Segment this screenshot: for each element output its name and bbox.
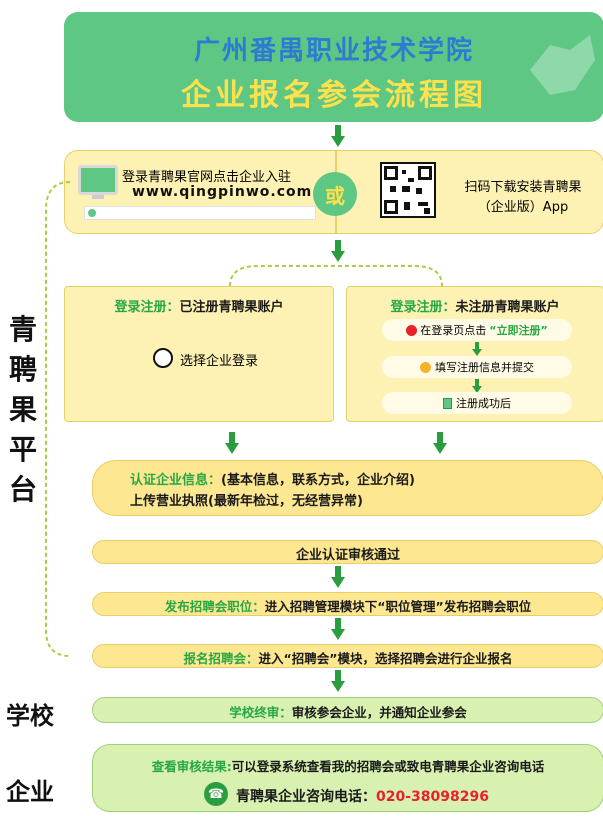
arrow-down-icon — [225, 432, 239, 454]
step-fill-info: 填写注册信息并提交 — [382, 356, 572, 378]
form-icon — [420, 361, 431, 373]
arrow-down-icon — [331, 566, 345, 588]
side-label-company: 企业 — [6, 778, 54, 806]
publish-text: 发布招聘会职位：进入招聘管理模块下“职位管理”发布招聘会职位 — [164, 599, 532, 614]
document-icon — [443, 397, 452, 409]
qr-code-icon[interactable] — [380, 162, 436, 218]
website-nav-preview — [84, 206, 316, 220]
review-pass-text: 企业认证审核通过 — [295, 548, 400, 563]
side-label-platform: 青聘果平台 — [8, 313, 37, 506]
unregistered-title: 登录注册：未注册青聘果账户 — [390, 300, 560, 315]
arrow-down-icon — [331, 618, 345, 640]
side-label-school: 学校 — [6, 702, 54, 730]
phone-line[interactable]: 青聘果企业咨询电话：020-38098296 — [236, 789, 489, 805]
app-download-text: 扫码下载安装青聘果 — [464, 180, 582, 195]
registered-title: 登录注册：已注册青聘果账户 — [114, 300, 284, 315]
arrow-down-icon — [331, 240, 345, 262]
certify-step — [92, 460, 603, 516]
select-company-login[interactable]: 选择企业登录 — [180, 354, 259, 369]
monitor-icon — [78, 165, 118, 195]
arrow-down-icon — [433, 432, 447, 454]
arrow-down-icon — [472, 379, 482, 393]
school-review-text: 学校终审：审核参会企业，并通知企业参会 — [229, 705, 467, 720]
registered-box — [64, 286, 334, 422]
result-step — [92, 744, 603, 812]
user-icon — [153, 348, 173, 368]
website-url[interactable]: www.qingpinwo.com — [132, 184, 313, 200]
result-text: 查看审核结果:可以登录系统查看我的招聘会或致电青聘果企业咨询电话 — [151, 759, 545, 774]
apply-text: 报名招聘会：进入“招聘会”模块，选择招聘会进行企业报名 — [183, 651, 513, 666]
monitor-stand — [92, 195, 104, 199]
phone-icon: ☎ — [204, 782, 228, 806]
handshake-icon — [530, 35, 595, 95]
header-title-school: 广州番禺职业技术学院 — [193, 36, 474, 66]
arrow-down-icon — [472, 342, 482, 356]
arrow-down-icon — [331, 125, 345, 147]
step-register-success: 注册成功后 — [382, 392, 572, 414]
publish-step — [92, 592, 603, 616]
certify-line2: 上传营业执照(最新年检过，无经营异常) — [130, 494, 363, 509]
header-title-flow: 企业报名参会流程图 — [181, 78, 487, 113]
app-version-text: （企业版）App — [477, 200, 569, 215]
logo-dot-icon — [88, 209, 96, 217]
avatar-icon — [406, 324, 418, 336]
branch-connector — [229, 265, 443, 287]
arrow-down-icon — [331, 670, 345, 692]
apply-step — [92, 644, 603, 668]
header-banner — [64, 12, 603, 122]
certify-line1: 认证企业信息：(基本信息，联系方式，企业介绍) — [130, 473, 415, 488]
or-badge: 或 — [313, 172, 357, 216]
review-pass-step — [92, 540, 603, 564]
step-click-register: 在登录页点击“立即注册” — [382, 319, 572, 341]
website-entry-text: 登录青聘果官网点击企业入驻 — [122, 170, 292, 185]
school-review-step — [92, 697, 603, 723]
